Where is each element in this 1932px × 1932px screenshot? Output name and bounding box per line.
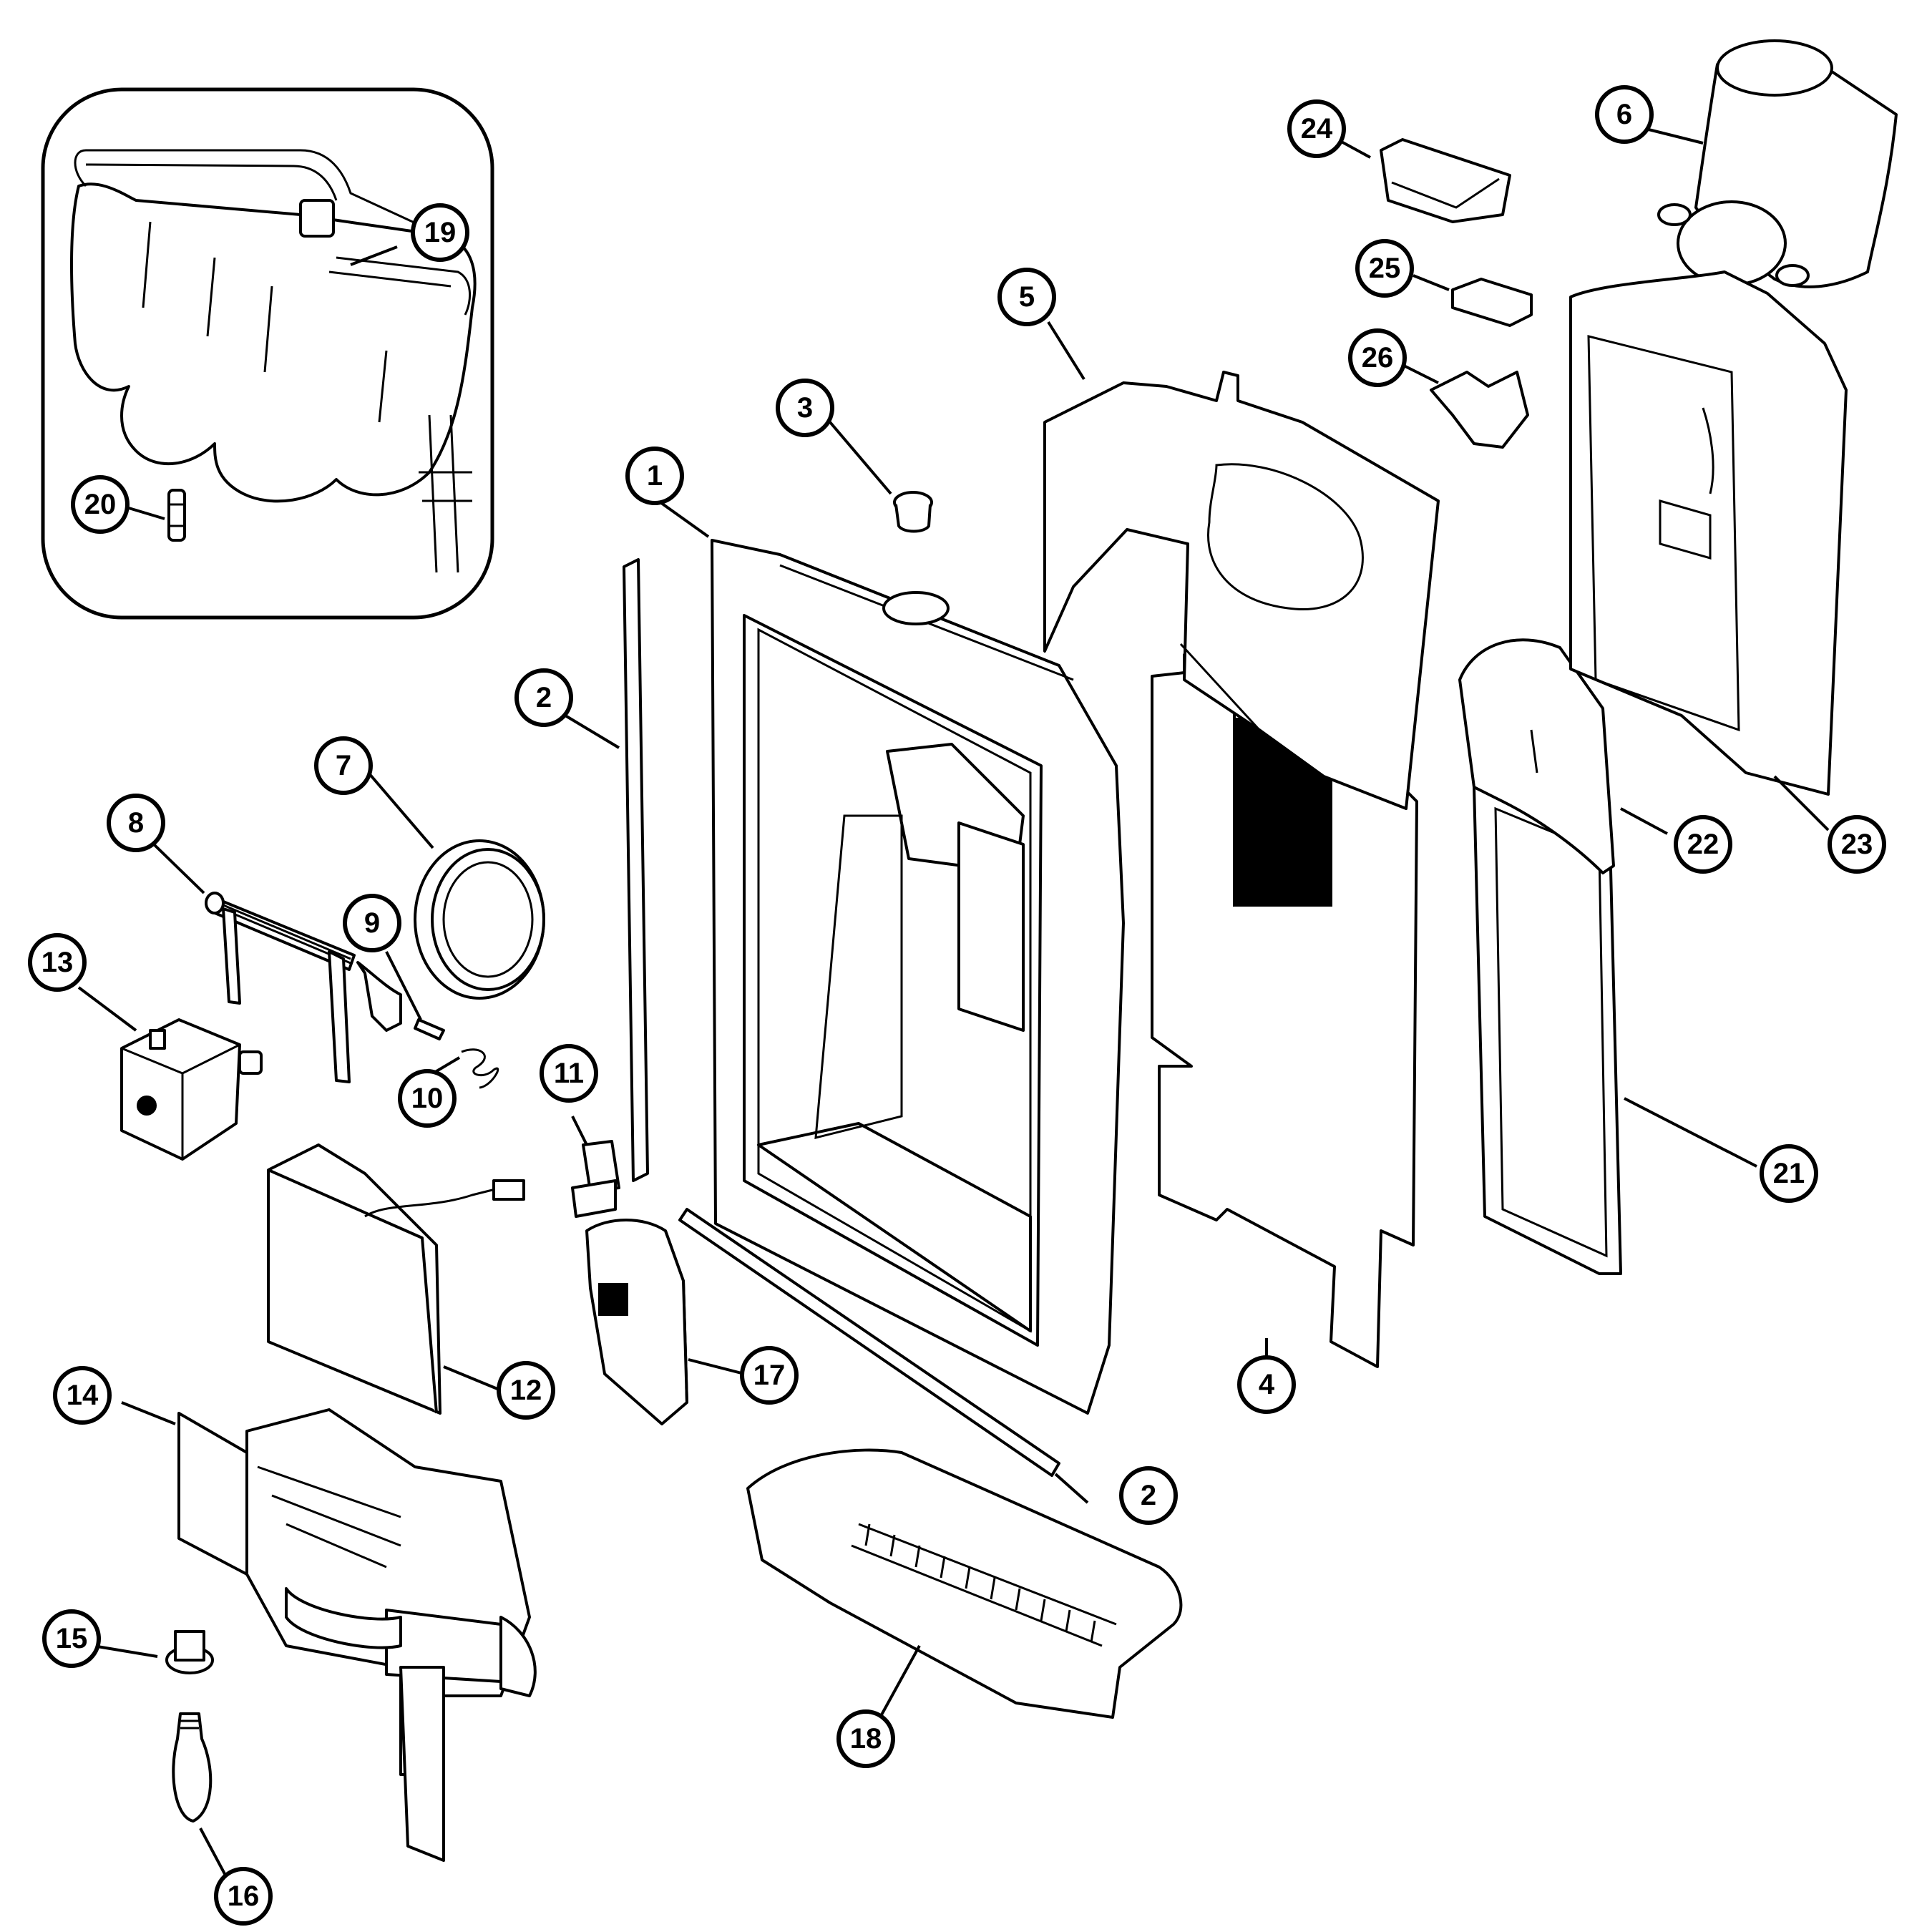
callout-label: 8 (128, 807, 144, 839)
callout-7: 7 (314, 736, 373, 795)
callout-24: 24 (1287, 99, 1346, 158)
callout-12: 12 (497, 1361, 555, 1420)
deflector-part-22 (1458, 638, 1615, 874)
dispenser-face-part-23 (1569, 270, 1848, 796)
callout-label: 19 (424, 217, 457, 248)
plug-part-3 (893, 491, 933, 533)
callout-20: 20 (71, 475, 130, 534)
callout-11: 11 (540, 1044, 598, 1103)
pin-part-9 (414, 1018, 445, 1040)
callout-label: 21 (1773, 1158, 1805, 1189)
callout-21: 21 (1760, 1144, 1818, 1203)
callout-13: 13 (28, 933, 87, 992)
callout-label: 24 (1301, 113, 1333, 145)
callout-15: 15 (42, 1609, 101, 1668)
callout-label: 23 (1841, 829, 1873, 860)
callout-2: 2 (514, 668, 573, 727)
callout-label: 26 (1362, 342, 1394, 374)
callout-label: 6 (1616, 99, 1632, 130)
gasket-strip-part-2-horizontal (678, 1208, 1060, 1477)
callout-10: 10 (398, 1069, 457, 1128)
spring-part-10 (461, 1048, 499, 1089)
evaporator-heater-part-19 (70, 149, 477, 573)
bracket-part-24 (1380, 138, 1511, 223)
callout-label: 3 (797, 392, 813, 424)
callout-label: 2 (1141, 1480, 1156, 1511)
dispenser-mechanism-part-14 (177, 1408, 537, 1862)
switch-part-11 (571, 1140, 620, 1218)
callout-label: 5 (1019, 281, 1035, 313)
callout-18: 18 (836, 1709, 895, 1768)
callout-3: 3 (776, 379, 834, 437)
thermostat-part-15 (165, 1630, 214, 1674)
callout-label: 4 (1259, 1369, 1275, 1400)
pad-part-25 (1451, 278, 1533, 327)
callout-label: 1 (647, 460, 663, 492)
callout-label: 9 (364, 907, 380, 939)
callout-label: 13 (42, 947, 74, 978)
callout-23: 23 (1828, 815, 1886, 874)
callout-label: 12 (510, 1375, 542, 1406)
callout-9: 9 (343, 894, 401, 952)
callout-label: 17 (753, 1360, 786, 1391)
callout-8: 8 (107, 794, 165, 852)
callout-label: 10 (411, 1083, 444, 1114)
callout-4: 4 (1237, 1355, 1296, 1414)
access-cover-part-5 (1043, 371, 1440, 810)
callout-label: 16 (228, 1880, 260, 1912)
callout-label: 7 (336, 750, 351, 781)
insulation-panel-part-4 (1151, 650, 1418, 1368)
callout-25: 25 (1355, 239, 1414, 298)
callout-label: 22 (1687, 829, 1719, 860)
callout-16: 16 (214, 1867, 273, 1926)
solenoid-part-13 (120, 1018, 263, 1161)
clip-part-26 (1430, 371, 1529, 449)
callout-label: 14 (67, 1380, 99, 1411)
callout-1: 1 (625, 447, 684, 505)
callout-label: 2 (536, 682, 552, 713)
callout-22: 22 (1674, 815, 1732, 874)
callout-17: 17 (740, 1346, 799, 1405)
switch-cover-part-17 (585, 1219, 688, 1425)
callout-2: 2 (1119, 1466, 1178, 1525)
fuse-part-20 (167, 489, 186, 542)
leader-lines (77, 127, 1830, 1883)
ice-chute-part-6 (1657, 39, 1898, 288)
light-bulb-part-16 (172, 1712, 213, 1823)
callout-6: 6 (1595, 85, 1654, 144)
callout-label: 15 (56, 1623, 88, 1654)
drip-tray-part-18 (746, 1448, 1183, 1719)
callout-label: 18 (850, 1723, 882, 1755)
callout-label: 25 (1369, 253, 1401, 284)
callout-26: 26 (1348, 328, 1407, 387)
callout-19: 19 (411, 203, 469, 262)
control-board-part-12 (267, 1143, 525, 1415)
callout-label: 20 (84, 489, 117, 520)
callout-label: 11 (554, 1058, 584, 1089)
callout-14: 14 (53, 1366, 112, 1425)
callout-5: 5 (997, 268, 1056, 326)
door-assembly-part-7 (414, 839, 545, 1000)
lever-arm-part-8 (205, 892, 402, 1083)
gasket-strip-part-2-vertical (623, 558, 649, 1182)
dispenser-housing-part-1 (711, 539, 1125, 1415)
